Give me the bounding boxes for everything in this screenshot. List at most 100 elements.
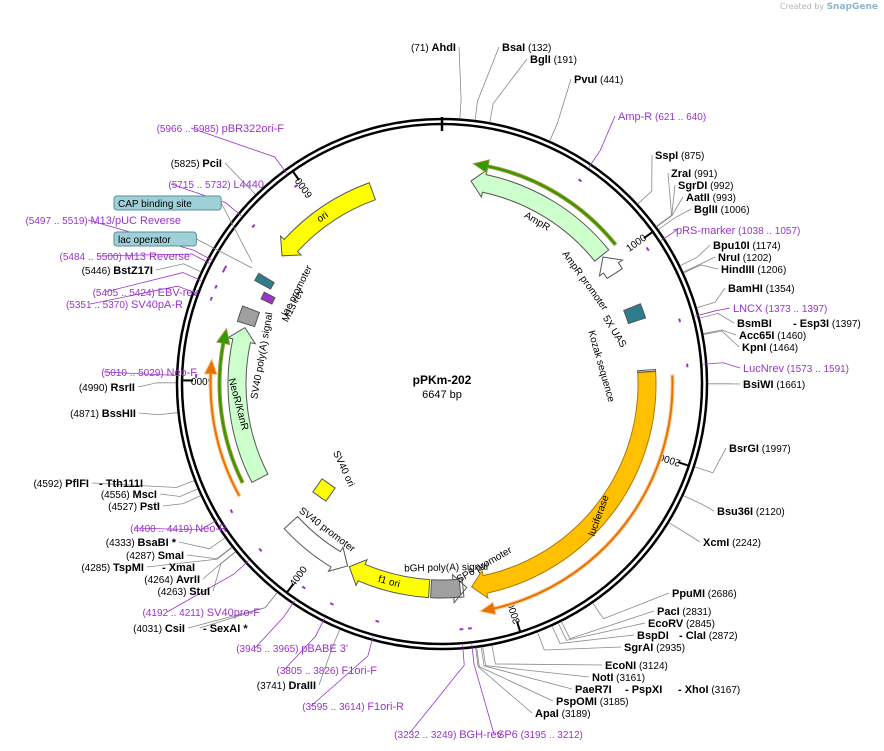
site-name: Bsu36I <box>717 506 753 518</box>
feature-sv40-ori[interactable] <box>312 478 336 502</box>
site-label[interactable]: (4871) BssHII <box>70 408 136 420</box>
site-label[interactable]: SgrAI (2935) <box>624 642 685 654</box>
feature-sv40-polya[interactable] <box>236 305 261 328</box>
feature-sp6-promoter[interactable] <box>451 573 468 604</box>
site-label[interactable]: BglI (191) <box>530 54 577 66</box>
site-label[interactable]: HindIII (1206) <box>721 264 786 276</box>
site-position: (992) <box>710 181 733 192</box>
site-label[interactable]: (4263) StuI <box>158 586 210 598</box>
feature-luciferase[interactable] <box>470 370 657 600</box>
feature-kozak[interactable] <box>637 368 657 373</box>
site-label[interactable]: (4333) BsaBI * <box>106 537 177 549</box>
feature-sv40-promoter[interactable] <box>283 515 349 573</box>
site-label[interactable]: ZraI (991) <box>671 168 717 180</box>
primer-label[interactable]: pRS-marker (1038 .. 1057) <box>676 225 800 237</box>
primer-label[interactable]: Amp-R (621 .. 640) <box>618 111 706 123</box>
site-label[interactable]: - XmaI <box>162 562 195 574</box>
site-label[interactable]: EcoRV (2845) <box>648 618 715 630</box>
site-label[interactable]: - PspXI <box>625 684 662 696</box>
site-label[interactable]: - XhoI (3167) <box>678 684 740 696</box>
site-label[interactable]: NruI (1202) <box>718 252 772 264</box>
feature-f1-ori[interactable] <box>348 558 431 599</box>
primer-label[interactable]: (5966 .. 5985) pBR322ori-F <box>157 123 285 135</box>
site-label[interactable]: (71) AhdI <box>411 42 456 54</box>
site-position: (4333) <box>106 538 135 549</box>
site-label[interactable]: PaeR7I <box>575 684 612 696</box>
primer-label[interactable]: LucNrev (1573 .. 1591) <box>743 363 849 375</box>
site-label[interactable]: BglII (1006) <box>694 204 750 216</box>
primer-leader <box>283 618 325 671</box>
site-position: (1006) <box>721 205 750 216</box>
site-label[interactable]: BamHI (1354) <box>728 283 795 295</box>
primer-label[interactable]: (3595 .. 3614) F1ori-R <box>302 701 404 713</box>
primer-label[interactable]: (5405 .. 5424) EBV-rev <box>93 287 199 299</box>
primer-leader <box>190 127 287 174</box>
primer-label[interactable]: (5351 .. 5370) SV40pA-R <box>66 299 183 311</box>
site-label[interactable]: PvuI (441) <box>574 74 623 86</box>
feature-bgh-polya[interactable] <box>430 578 462 599</box>
site-label[interactable]: BsiWI (1661) <box>743 379 805 391</box>
feature-5x-uas[interactable] <box>623 303 647 325</box>
site-name: PstI <box>140 501 160 513</box>
site-label[interactable]: (4287) SmaI <box>126 550 184 562</box>
primer-label[interactable]: SP6 (3195 .. 3212) <box>497 729 583 741</box>
primer-label[interactable]: (3945 .. 3965) pBABE 3' <box>236 643 348 655</box>
primer-label[interactable]: (4192 .. 4211) SV40pro-F <box>142 607 260 619</box>
site-label[interactable]: - Esp3I (1397) <box>793 318 861 330</box>
feature-lac-operator-box[interactable] <box>254 272 275 290</box>
site-label[interactable]: (4556) MscI <box>101 489 157 501</box>
boxed-label-cap-binding-site[interactable] <box>113 195 222 211</box>
site-label[interactable]: (4592) PflFI <box>33 478 89 490</box>
primer-label[interactable]: (4400 .. 4419) Neo-R <box>130 523 227 535</box>
site-label[interactable]: BsrGI (1997) <box>729 443 791 455</box>
feature-neor[interactable] <box>226 326 269 484</box>
site-label[interactable]: Bsu36I (2120) <box>717 506 785 518</box>
primer-label[interactable]: (5497 .. 5519) M13/pUC Reverse <box>25 215 181 227</box>
site-label[interactable]: SspI (875) <box>655 150 704 162</box>
primer-label[interactable]: (3232 .. 3249) BGH-rev <box>394 729 502 741</box>
site-position: (4031) <box>133 624 162 635</box>
site-label[interactable]: SgrDI (992) <box>678 180 733 192</box>
site-label[interactable]: (4527) PstI <box>108 501 160 513</box>
primer-label[interactable]: (5715 .. 5732) L4440 <box>168 179 264 191</box>
feature-m13-box[interactable] <box>260 291 276 305</box>
site-label[interactable]: XcmI (2242) <box>703 537 761 549</box>
leader-line <box>489 58 528 123</box>
leader-line <box>703 330 740 348</box>
site-label[interactable]: BspDI <box>637 630 669 642</box>
site-label[interactable]: AatII (993) <box>686 192 736 204</box>
boxed-label-lac-operator[interactable] <box>113 231 197 247</box>
leader-line <box>656 172 673 227</box>
site-label[interactable]: NotI (3161) <box>592 672 645 684</box>
site-label[interactable]: PspOMI (3185) <box>556 696 629 708</box>
site-label[interactable]: (3741) DraIII <box>257 680 316 692</box>
leader-line <box>703 329 737 336</box>
feature-ori[interactable] <box>279 182 377 257</box>
site-label[interactable]: PpuMI (2686) <box>672 588 737 600</box>
site-label[interactable]: Bpu10I (1174) <box>713 240 781 252</box>
feature-ampr[interactable] <box>470 168 610 262</box>
site-label[interactable]: (5446) BstZ17I <box>82 265 153 277</box>
site-label[interactable]: (4285) TspMI <box>81 562 144 574</box>
site-label[interactable]: KpnI (1464) <box>742 342 798 354</box>
site-label[interactable]: (4031) CsiI <box>133 623 185 635</box>
feature-ampr-promoter[interactable] <box>598 256 624 280</box>
site-label[interactable]: Acc65I (1460) <box>739 330 806 342</box>
site-label[interactable]: BsaI (132) <box>502 42 551 54</box>
site-label[interactable]: (4264) AvrII <box>144 574 200 586</box>
site-label[interactable]: - SexAI * <box>203 623 248 635</box>
primer-label[interactable]: (3805 .. 3826) F1ori-F <box>277 665 378 677</box>
site-label[interactable]: EcoNI (3124) <box>605 660 668 672</box>
primer-range: (1038 .. 1057) <box>738 226 800 237</box>
leader-line <box>162 495 201 507</box>
primer-label[interactable]: (5010 .. 5029) Neo-F <box>101 367 197 379</box>
site-label[interactable]: (5825) PciI <box>171 158 222 170</box>
site-label[interactable]: - ClaI (2872) <box>679 630 738 642</box>
site-label[interactable]: BsmBI <box>737 318 772 330</box>
primer-label[interactable]: LNCX (1373 .. 1397) <box>733 303 827 315</box>
site-label[interactable]: - Tth111I <box>99 478 143 490</box>
site-label[interactable]: ApaI (3189) <box>535 708 591 720</box>
site-label[interactable]: (4990) RsrII <box>79 382 135 394</box>
site-label[interactable]: PacI (2831) <box>657 606 711 618</box>
primer-label[interactable]: (5484 .. 5500) M13 Reverse <box>60 251 190 263</box>
